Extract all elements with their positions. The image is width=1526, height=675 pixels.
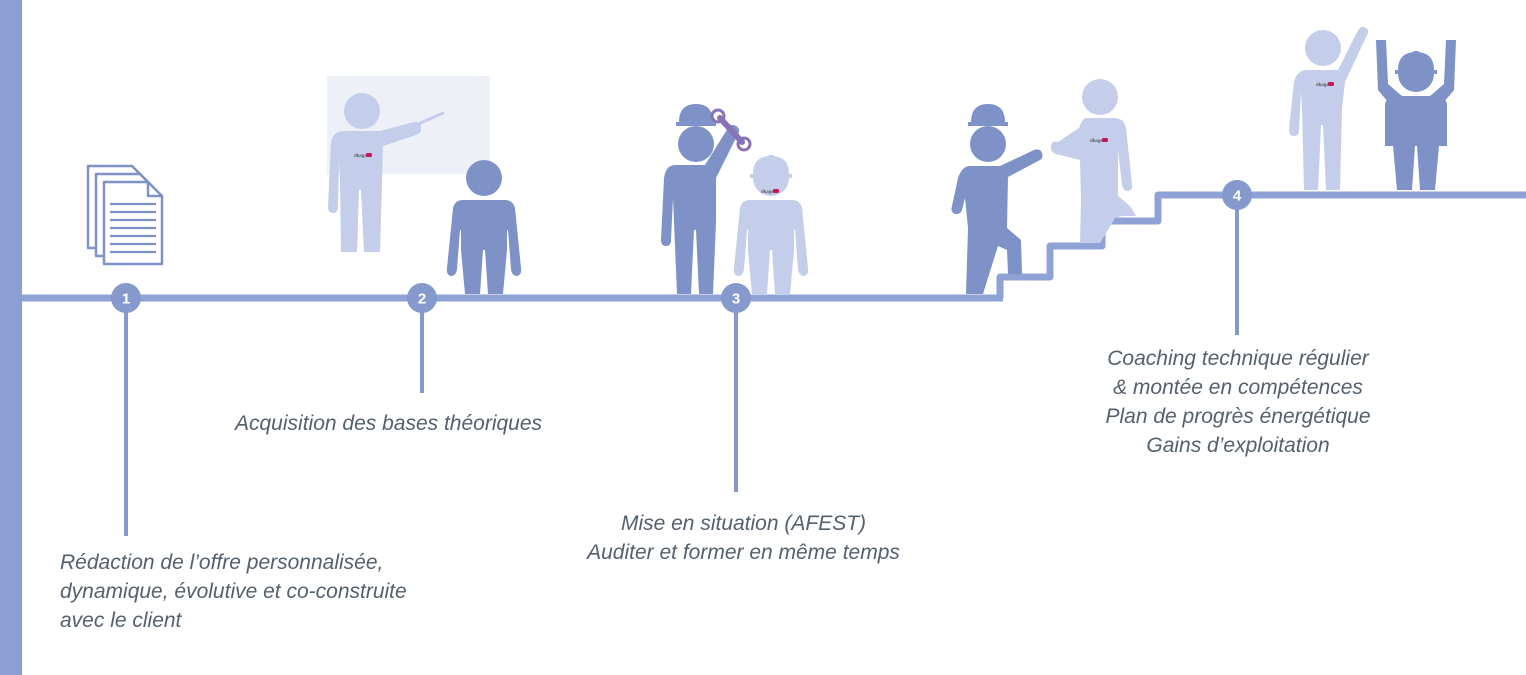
timeline-stairs xyxy=(1000,195,1526,298)
svg-text:dkagen: dkagen xyxy=(1316,82,1332,87)
left-sidebar-bar xyxy=(0,0,22,675)
guide-figure-icon xyxy=(1050,79,1136,243)
step-marker-4: 4 xyxy=(1222,180,1252,210)
auditor-helmet-icon xyxy=(750,155,792,178)
svg-text:dkagen: dkagen xyxy=(1090,138,1106,143)
wrench-icon xyxy=(710,108,752,152)
shirt-logo-waving: dkagen xyxy=(1316,82,1334,87)
svg-text:3: 3 xyxy=(732,291,740,308)
waving-figure-icon xyxy=(1289,26,1369,191)
svg-text:4: 4 xyxy=(1233,188,1242,205)
step-4-description: Coaching technique régulier & montée en … xyxy=(1105,347,1371,457)
step-3-description: Mise en situation (AFEST) Auditer et for… xyxy=(587,512,900,564)
learner-figure-icon xyxy=(446,160,522,294)
step-marker-1: 1 xyxy=(111,283,141,313)
technician-figure-icon xyxy=(661,104,740,294)
svg-text:2: 2 xyxy=(418,291,426,308)
shirt-logo-teacher: dkagen xyxy=(354,153,372,158)
svg-text:dkagen: dkagen xyxy=(354,153,370,158)
step-marker-2: 2 xyxy=(407,283,437,313)
step-2-description: Acquisition des bases théoriques xyxy=(235,412,543,435)
auditor-figure-icon xyxy=(733,160,809,294)
step-1-description: Rédaction de l’offre personnalisée, dyna… xyxy=(60,551,407,632)
step-marker-3: 3 xyxy=(721,283,751,313)
svg-text:1: 1 xyxy=(122,291,130,308)
shirt-logo-guide: dkagen xyxy=(1090,138,1108,143)
teacher-figure-icon xyxy=(328,93,445,252)
cheering-worker-helmet-icon xyxy=(1395,51,1437,74)
shirt-logo-auditor: dkagen xyxy=(761,189,779,194)
climbing-worker-icon xyxy=(951,104,1043,294)
document-stack-icon xyxy=(86,164,164,266)
svg-text:dkagen: dkagen xyxy=(761,189,777,194)
